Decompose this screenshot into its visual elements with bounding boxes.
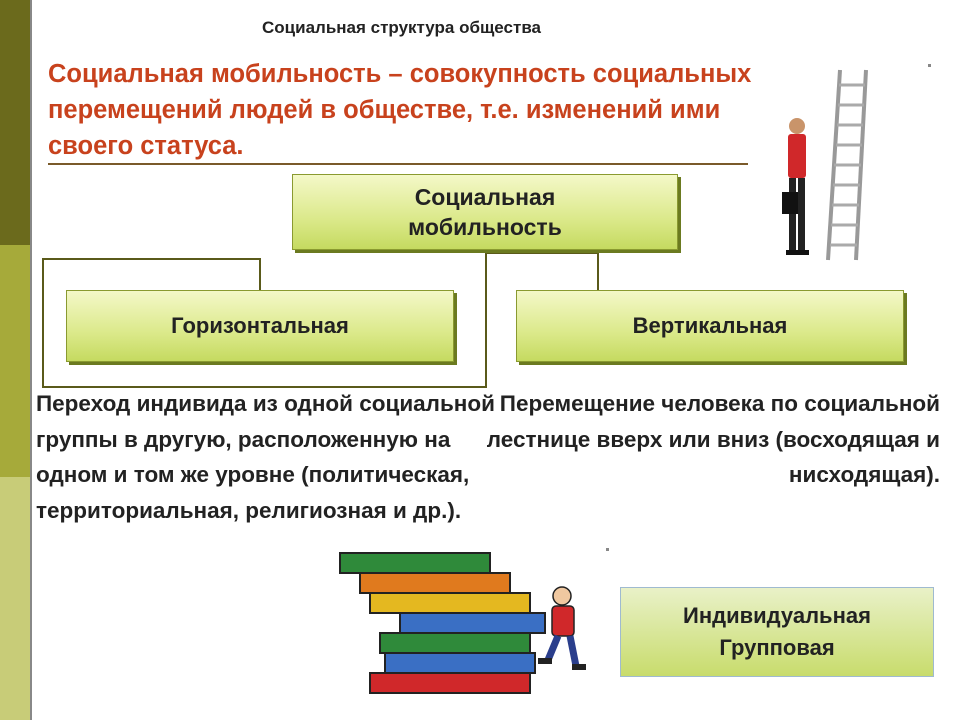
slide-title: Социальная структура общества [262,18,541,37]
center-box-line2: мобильность [408,214,562,240]
connector-bottom [42,386,487,388]
side-bar-top [0,0,30,245]
horizontal-label: Горизонтальная [171,313,349,338]
books-stack-icon [339,552,546,694]
side-bar-middle [0,245,30,477]
connector-left-stub [259,258,261,290]
mobility-types-box: Индивидуальная Групповая [620,587,934,677]
side-bar-divider [30,0,32,720]
definition-text: Социальная мобильность – совокупность со… [48,60,752,160]
center-box-line1: Социальная [414,184,556,210]
social-mobility-box: Социальная мобильность [292,174,678,250]
businessman-icon [782,118,809,255]
horizontal-mobility-box: Горизонтальная [66,290,454,362]
connector-right-stub [597,252,599,290]
side-bar-bottom [0,477,30,720]
connector-left-top [42,258,260,260]
decor-dot [928,64,931,67]
type-individual: Индивидуальная [683,603,871,628]
connector-left-vertical [42,258,44,388]
ladder-icon [826,69,868,261]
connector-right-top [486,252,598,254]
definition-underline [48,163,748,165]
climber-icon [538,586,586,670]
vertical-mobility-box: Вертикальная [516,290,904,362]
books-climber-illustration [339,552,586,694]
horizontal-description: Переход индивида из одной социальной гру… [36,391,495,523]
ladder-man-illustration [782,69,868,261]
type-group: Групповая [719,635,835,660]
vertical-description: Перемещение человека по социальной лестн… [486,391,940,487]
decor-dot [606,548,609,551]
connector-center-down [485,248,487,388]
vertical-label: Вертикальная [632,313,788,338]
